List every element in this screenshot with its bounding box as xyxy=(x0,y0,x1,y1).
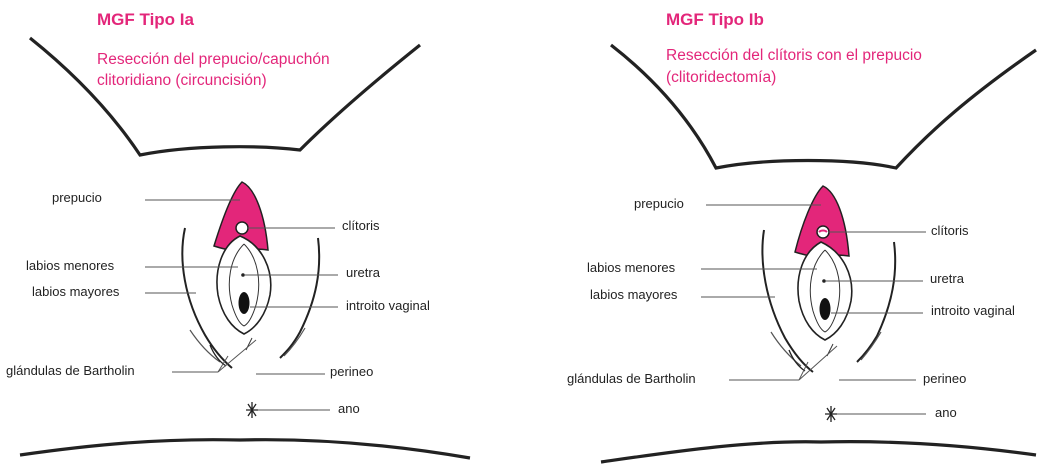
label-perineo: perineo xyxy=(330,364,373,379)
panel-subtitle-line-2: clitoridiano (circuncisión) xyxy=(97,70,267,91)
label-glandulas-bartholin: glándulas de Bartholin xyxy=(6,363,135,378)
label-ano: ano xyxy=(338,401,360,416)
label-uretra: uretra xyxy=(930,271,964,286)
label-uretra: uretra xyxy=(346,265,380,280)
label-ano: ano xyxy=(935,405,957,420)
label-labios-mayores: labios mayores xyxy=(590,287,677,302)
label-labios-mayores: labios mayores xyxy=(32,284,119,299)
panel-subtitle-line-1: Resección del prepucio/capuchón xyxy=(97,49,330,70)
panel-type-ia: MGF Tipo Ia Resección del prepucio/capuc… xyxy=(0,0,521,470)
anus-icon-ia xyxy=(246,402,258,418)
label-prepucio: prepucio xyxy=(52,190,102,205)
panel-subtitle-line-1: Resección del clítoris con el prepucio xyxy=(666,45,922,66)
panel-title: MGF Tipo Ia xyxy=(97,10,194,30)
label-prepucio: prepucio xyxy=(634,196,684,211)
label-introito-vaginal: introito vaginal xyxy=(931,303,1015,318)
label-introito-vaginal: introito vaginal xyxy=(346,298,430,313)
anus-icon-ib xyxy=(825,406,837,422)
panel-type-ib: MGF Tipo Ib Resección del clítoris con e… xyxy=(521,0,1042,470)
label-labios-menores: labios menores xyxy=(587,260,675,275)
label-labios-menores: labios menores xyxy=(26,258,114,273)
panel-subtitle-line-2: (clitoridectomía) xyxy=(666,67,776,88)
label-perineo: perineo xyxy=(923,371,966,386)
label-glandulas-bartholin: glándulas de Bartholin xyxy=(567,371,696,386)
panel-title: MGF Tipo Ib xyxy=(666,10,764,30)
label-clitoris: clítoris xyxy=(931,223,969,238)
label-clitoris: clítoris xyxy=(342,218,380,233)
